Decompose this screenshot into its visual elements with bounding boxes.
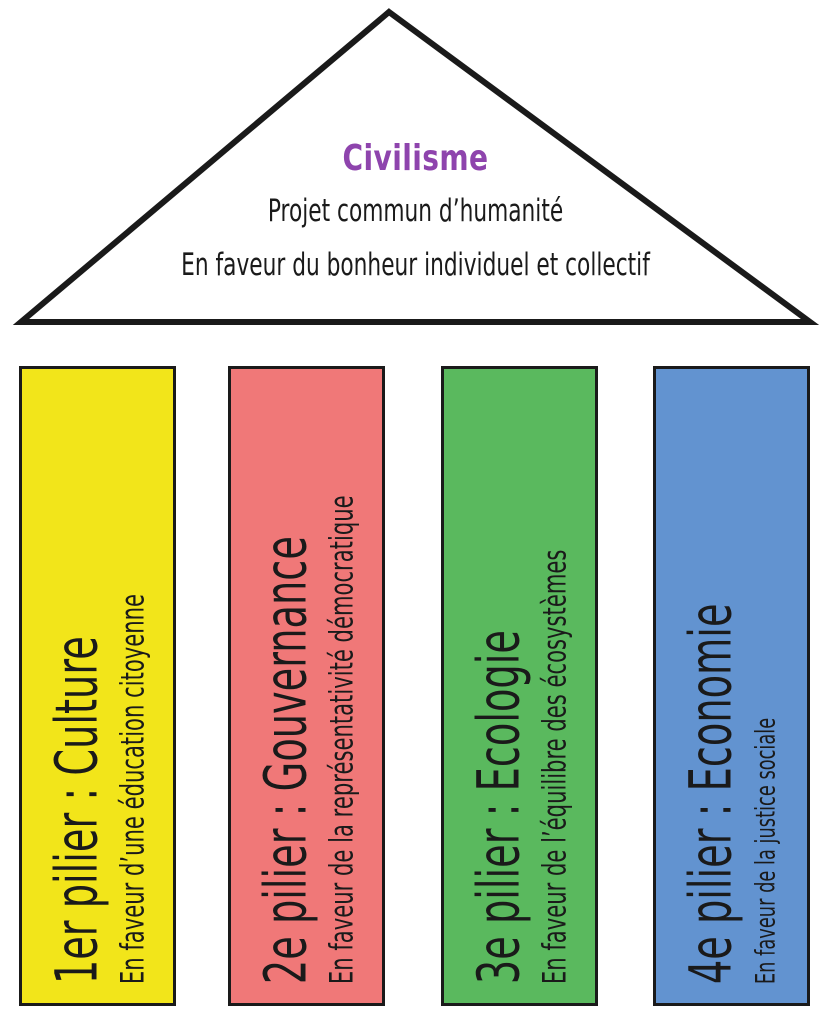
pillar-culture: 1er pilier : Culture En faveur d’une édu…	[19, 366, 176, 1006]
roof-subtitle-line-1: Projet commun d’humanité	[267, 193, 564, 229]
pillar-title: 1er pilier : Culture	[41, 636, 110, 985]
pillar-title: 2e pilier : Gouvernance	[250, 536, 319, 985]
pillar-subtitle: En faveur de la justice sociale	[749, 717, 781, 985]
roof-subtitle-line-2: En faveur du bonheur individuel et colle…	[181, 247, 650, 283]
pillar-subtitle: En faveur de l’équilibre des écosystèmes	[534, 549, 573, 985]
pillar-gouvernance: 2e pilier : Gouvernance En faveur de la …	[228, 366, 385, 1006]
pillar-economie: 4e pilier : Economie En faveur de la jus…	[653, 366, 810, 1006]
pillar-title: 4e pilier : Economie	[675, 603, 744, 985]
pillar-title: 3e pilier : Ecologie	[463, 630, 532, 985]
pillar-ecologie: 3e pilier : Ecologie En faveur de l’équi…	[441, 366, 598, 1006]
roof-shape	[12, 8, 820, 325]
roof-title: Civilisme	[342, 138, 489, 179]
pillar-subtitle: En faveur de la représentativité démocra…	[321, 495, 360, 985]
pillar-subtitle: En faveur d’une éducation citoyenne	[112, 593, 151, 985]
roof-triangle	[12, 8, 820, 325]
